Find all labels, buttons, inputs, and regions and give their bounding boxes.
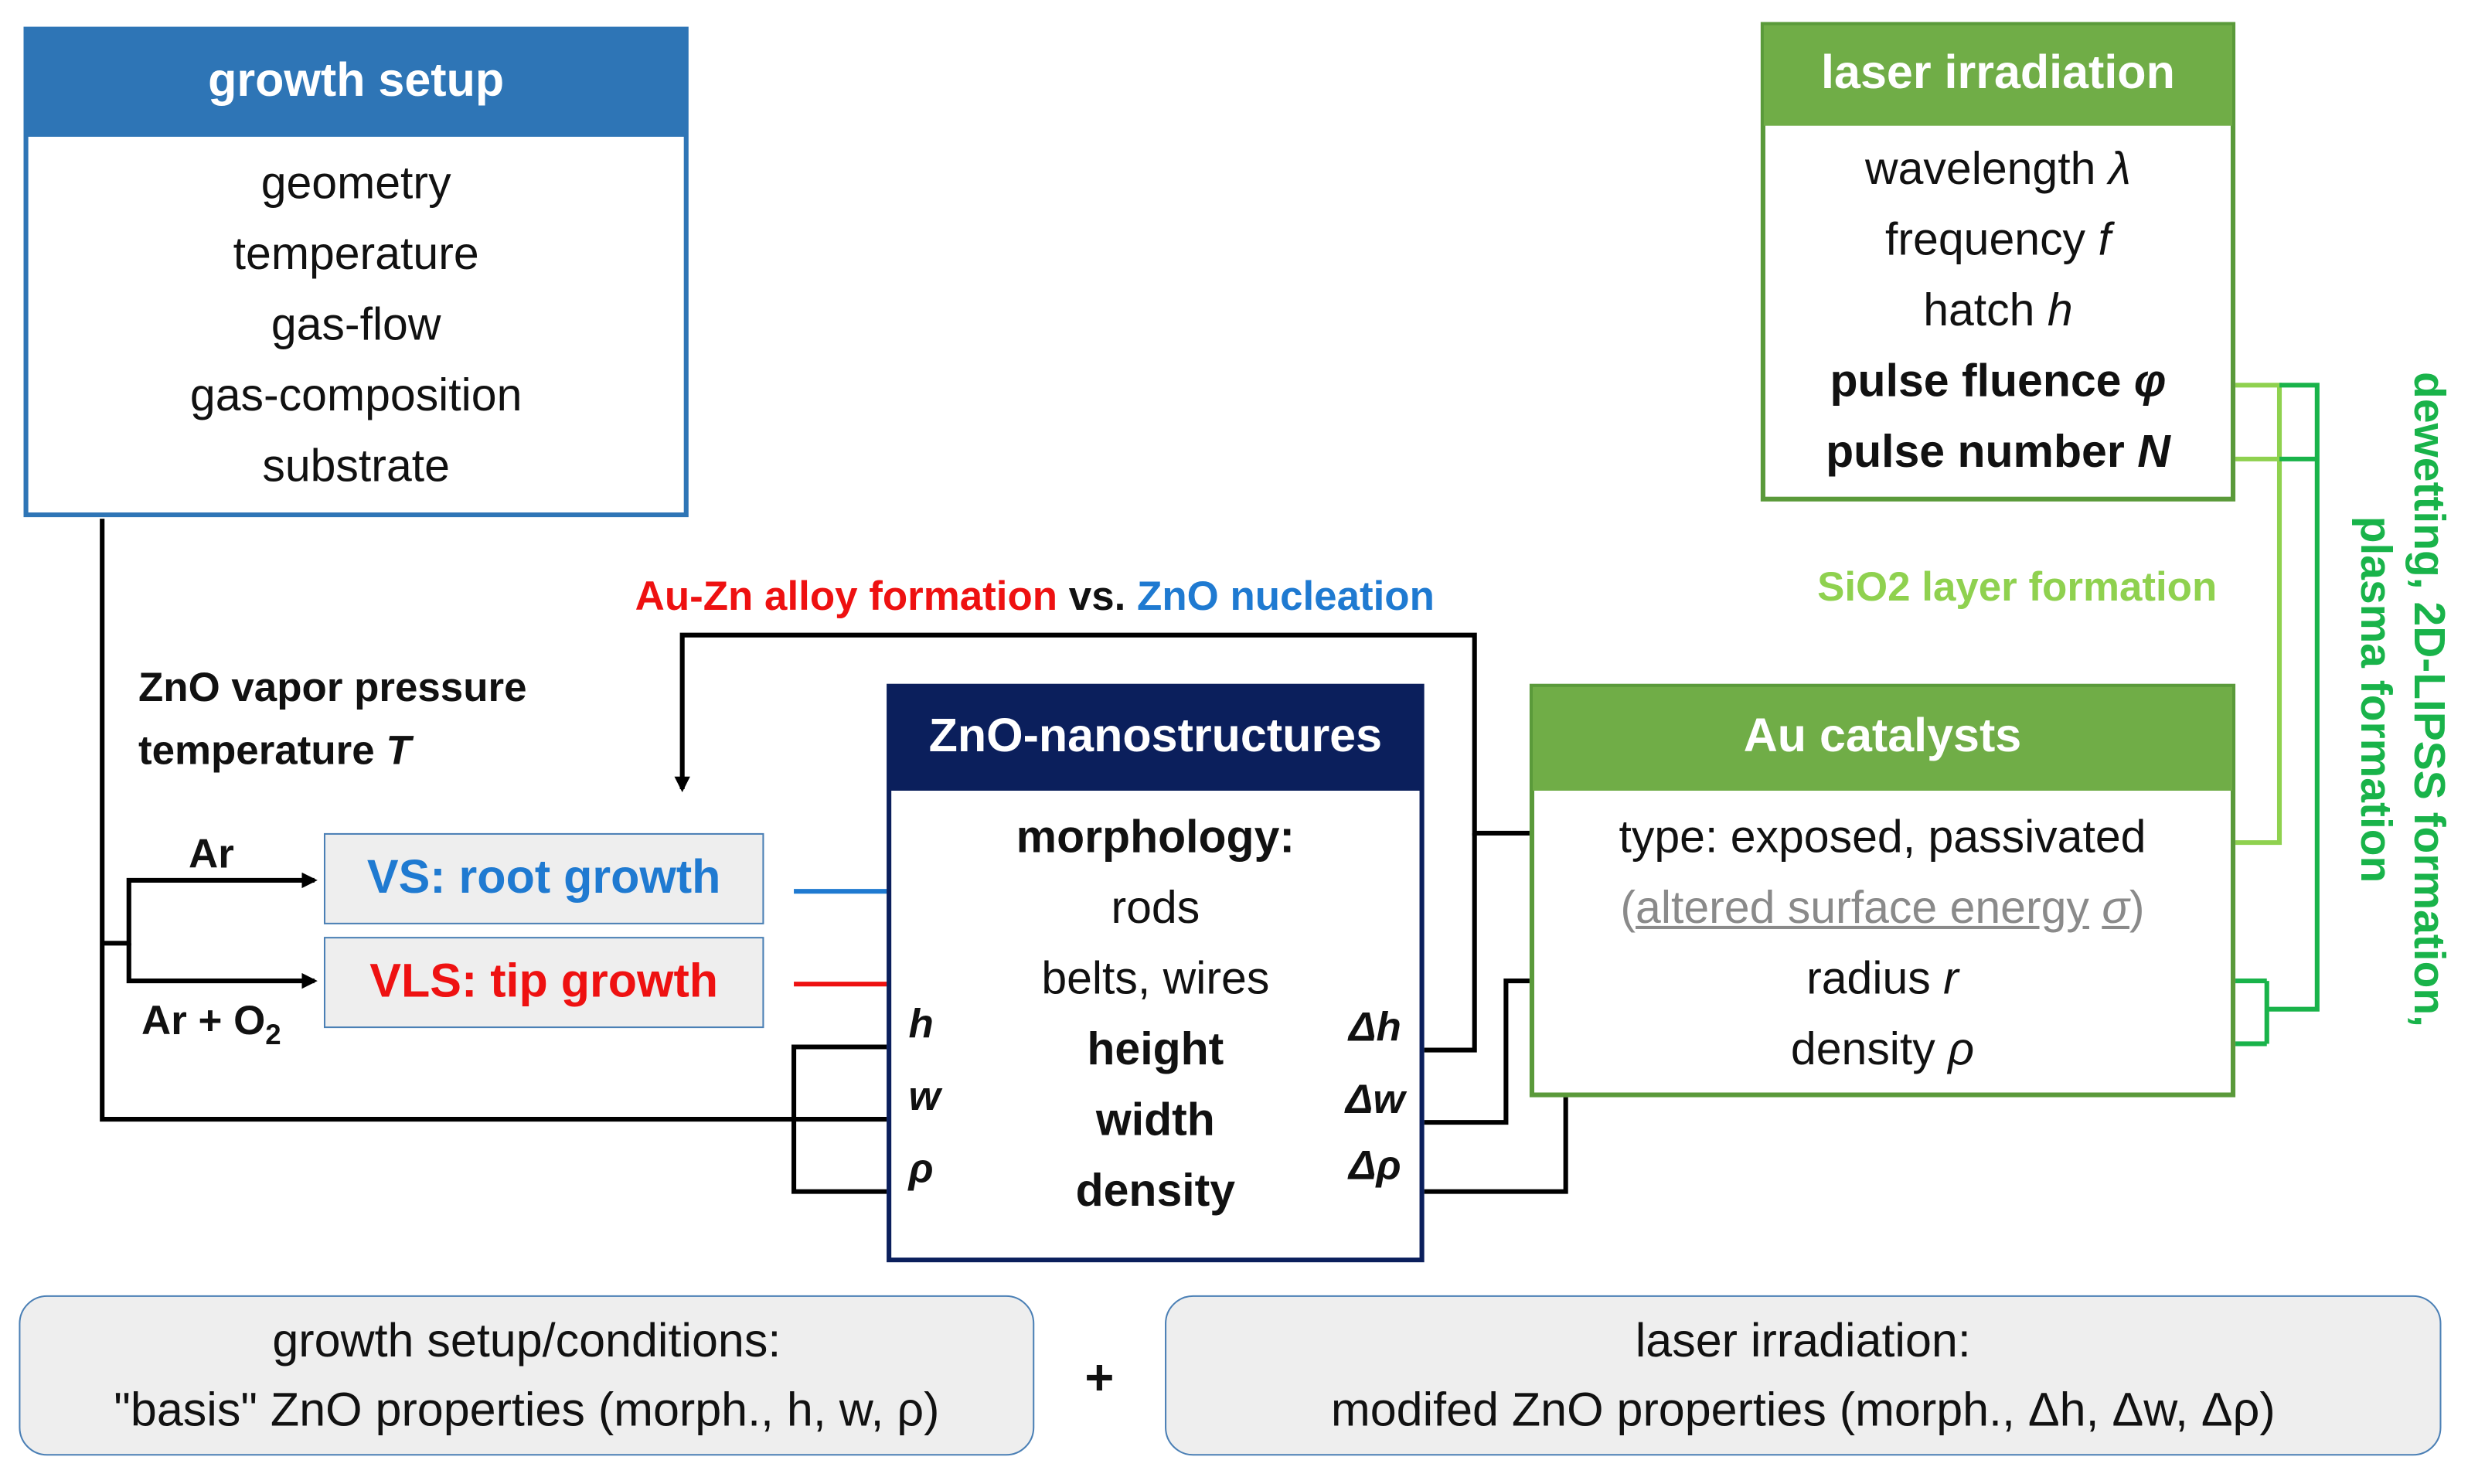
ar-branch [102, 872, 318, 946]
growth-setup-item: temperature [233, 229, 479, 281]
summary-modified-box: laser irradiation: modifed ZnO propertie… [1165, 1295, 2442, 1456]
dewetting-label: dewetting, 2D-LIPSS formation, plasma fo… [2351, 372, 2454, 1027]
vls-tip-growth-box: VLS: tip growth [323, 937, 764, 1029]
au-density: density ρ [1790, 1025, 1975, 1076]
zno-nanostructures-title: ZnO-nanostructures [890, 686, 1421, 791]
plus-sign: + [1084, 1349, 1115, 1406]
dewetting-line [2266, 383, 2320, 1012]
au-catalysts-title: Au catalysts [1532, 686, 2232, 791]
ar-o2-label: Ar + O2 [141, 996, 281, 1050]
vls-tip-growth-label: VLS: tip growth [369, 955, 719, 1008]
growth-setup-items: geometry temperature gas-flow gas-compos… [29, 137, 684, 503]
delta-w-label: Δw [1345, 1075, 1405, 1123]
growth-setup-box: growth setup geometry temperature gas-fl… [23, 26, 689, 518]
delta-rho-label: Δρ [1349, 1141, 1401, 1189]
summary-modified-title: laser irradiation: [1635, 1316, 1971, 1368]
alloy-loop [674, 632, 1582, 836]
rho-label: ρ [908, 1144, 934, 1192]
growth-setup-item: gas-flow [271, 300, 441, 351]
summary-modified-text: modifed ZnO properties (morph., Δh, Δw, … [1330, 1384, 2276, 1437]
ar-label: Ar [189, 829, 234, 877]
zno-rods: rods [1111, 883, 1200, 934]
vs-root-growth-label: VS: root growth [366, 852, 721, 904]
vs-root-growth-box: VS: root growth [323, 832, 764, 924]
laser-irradiation-title: laser irradiation [1763, 25, 2232, 126]
w-label: w [908, 1072, 941, 1120]
h-label: h [908, 999, 934, 1047]
laser-hatch: hatch h [1923, 286, 2073, 337]
growth-setup-item: geometry [260, 158, 451, 209]
zno-density: density [1075, 1166, 1236, 1217]
sio2-layer-label: SiO2 layer formation [1817, 563, 2218, 611]
zno-height: height [1087, 1025, 1224, 1076]
au-surface-energy: (altered surface energy σ) [1620, 883, 2145, 934]
laser-irradiation-box: laser irradiation wavelength λ frequency… [1760, 22, 2236, 502]
delta-h-label: Δh [1349, 1002, 1401, 1050]
laser-pulse-fluence: pulse fluence φ [1830, 356, 2167, 407]
growth-setup-title: growth setup [26, 29, 686, 137]
alloy-vs-nucleation-label: Au-Zn alloy formation vs. ZnO nucleation [635, 572, 1435, 620]
laser-wavelength: wavelength λ [1865, 145, 2131, 196]
summary-basis-box: growth setup/conditions: "basis" ZnO pro… [19, 1295, 1035, 1456]
au-properties: type: exposed, passivated (altered surfa… [1534, 791, 2231, 1086]
ar-o2-branch [126, 943, 318, 989]
zno-nanostructures-box: ZnO-nanostructures morphology: rods belt… [887, 683, 1425, 1263]
zno-belts: belts, wires [1041, 954, 1270, 1005]
sio2-line [2213, 383, 2282, 851]
laser-pulse-number: pulse number N [1826, 427, 2170, 478]
growth-setup-item: gas-composition [189, 370, 523, 422]
au-radius: radius r [1806, 954, 1959, 1005]
vapor-pressure-label: ZnO vapor pressure temperature T [138, 663, 527, 774]
au-type: type: exposed, passivated [1619, 812, 2146, 863]
laser-parameters: wavelength λ frequency f hatch h pulse f… [1765, 126, 2231, 489]
zno-width: width [1095, 1095, 1215, 1146]
au-catalysts-box: Au catalysts type: exposed, passivated (… [1529, 683, 2236, 1098]
zno-properties: morphology: rods belts, wires height wid… [891, 791, 1419, 1227]
zno-morphology: morphology: [1016, 812, 1295, 863]
summary-basis-title: growth setup/conditions: [272, 1316, 781, 1368]
growth-setup-trunk [100, 519, 979, 1128]
growth-setup-item: substrate [262, 441, 450, 492]
laser-frequency: frequency f [1885, 215, 2111, 266]
summary-basis-text: "basis" ZnO properties (morph., h, w, ρ) [114, 1384, 940, 1437]
